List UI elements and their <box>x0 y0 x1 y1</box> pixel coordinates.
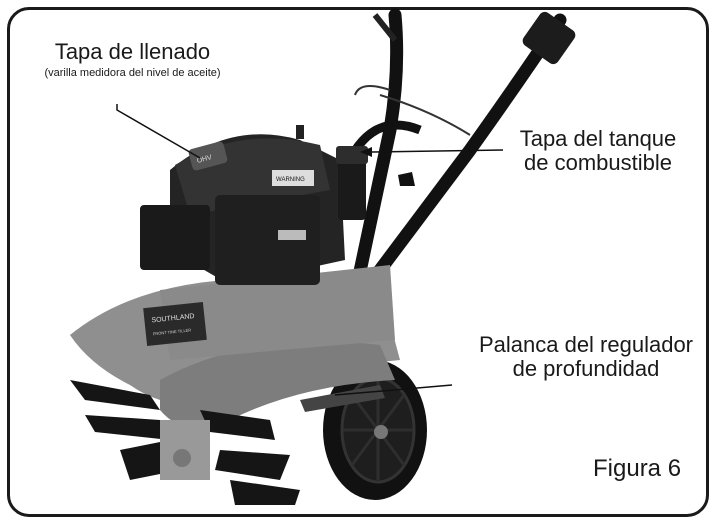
depth-lever-line1: Palanca del regulador <box>478 332 694 357</box>
figure-6: SOUTHLAND FRONT TINE TILLER WARNING OHV <box>7 7 717 517</box>
fill-cap-title: Tapa de llenado <box>54 39 211 64</box>
model-text: FRONT TINE TILLER <box>153 327 192 336</box>
brand-text: SOUTHLAND <box>151 313 195 324</box>
depth-regulator-lever <box>300 385 385 412</box>
tines <box>70 380 300 505</box>
fuel-tank-cap <box>336 146 415 220</box>
leader-lines <box>116 104 504 396</box>
fuel-tank-cap-callout: Tapa del tanque de combustible <box>508 126 688 176</box>
figure-caption: Figura 6 <box>593 455 682 482</box>
fill-cap-subtitle: (varilla medidora del nivel de aceite) <box>44 67 221 80</box>
depth-lever-callout: Palanca del regulador de profundidad <box>455 332 717 382</box>
warning-label-text: WARNING <box>276 177 305 183</box>
fill-cap-callout: Tapa de llenado (varilla medidora del ni… <box>20 39 245 80</box>
engine: WARNING OHV <box>140 125 345 285</box>
depth-lever-line2: de profundidad <box>512 356 660 382</box>
tiller-illustration: SOUTHLAND FRONT TINE TILLER WARNING OHV <box>70 8 576 505</box>
fuel-tank-cap-line1: Tapa del tanque <box>519 126 677 151</box>
tine-shield: SOUTHLAND FRONT TINE TILLER <box>70 265 400 428</box>
fuel-tank-cap-line2: de combustible <box>524 150 672 176</box>
engine-badge-text: OHV <box>196 154 213 165</box>
